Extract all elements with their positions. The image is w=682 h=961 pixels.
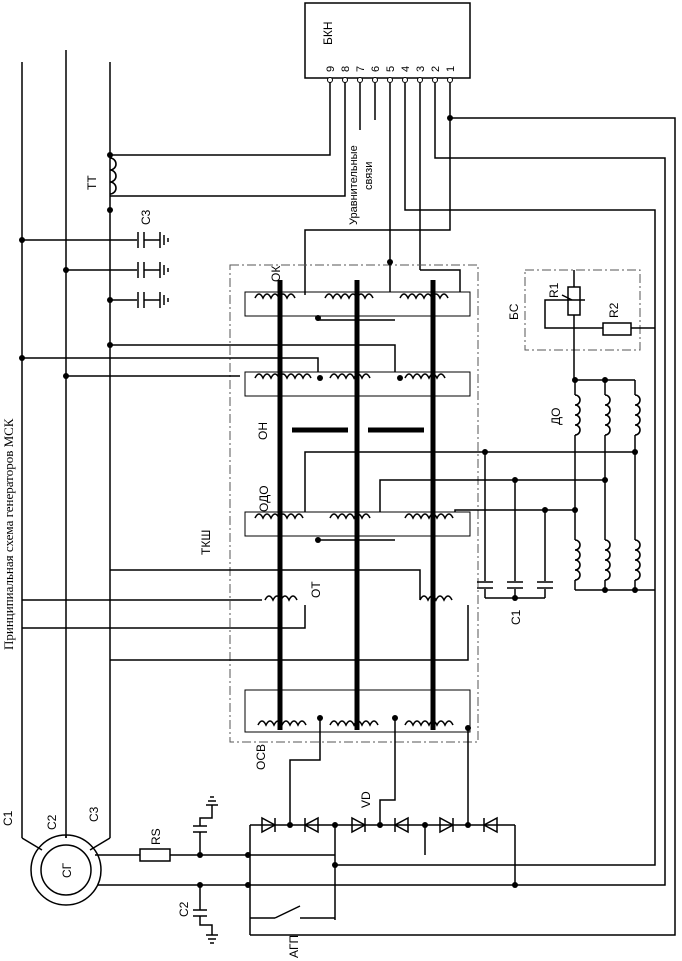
excitation-output: [95, 796, 515, 944]
winding-osv: [244, 689, 471, 733]
generator-label: СГ: [60, 862, 74, 878]
diagram-title: Принципиальная схема генераторов МСК: [1, 418, 16, 650]
bs-label: БС: [507, 303, 521, 320]
svg-text:9: 9: [325, 66, 337, 72]
bkn-pin-labels: 9 8 7 6 5 4 3 2 1: [325, 66, 457, 72]
winding-odo: [244, 451, 635, 543]
c2-label: С2: [177, 901, 191, 917]
svg-text:2: 2: [430, 66, 442, 72]
winding-ok: [244, 259, 471, 321]
capacitors-c3: [19, 232, 169, 308]
winding-ot: [22, 569, 469, 661]
do-label: ДО: [549, 408, 563, 425]
equalizing-label-1: Уравнительные: [348, 145, 360, 225]
ot-label: ОТ: [309, 581, 323, 598]
capacitors-c1: [477, 449, 553, 601]
bkn-block: [304, 2, 471, 79]
r1-label: R1: [547, 282, 561, 298]
osv-label: ОСВ: [254, 744, 268, 770]
rs-label: RS: [149, 828, 163, 845]
tksh-label: ТКШ: [199, 530, 213, 555]
odo-label: ОДО: [257, 485, 271, 512]
svg-text:5: 5: [385, 66, 397, 72]
agp-label: АГП: [287, 935, 301, 958]
equalizing-label-2: связи: [363, 162, 375, 190]
r2-label: R2: [607, 302, 621, 318]
ok-label: ОК: [269, 266, 283, 282]
vd-label: VD: [359, 791, 373, 808]
phase-buses: [21, 50, 111, 838]
phase-c2-label: С2: [45, 814, 59, 830]
rectifier-vd: [249, 718, 518, 935]
svg-text:6: 6: [370, 66, 382, 72]
svg-text:8: 8: [340, 66, 352, 72]
c1-label: С1: [509, 609, 523, 625]
tksh-enclosure: [229, 264, 479, 743]
transformer-cores: [277, 280, 436, 730]
svg-text:7: 7: [355, 66, 367, 72]
c3-label: С3: [139, 209, 153, 225]
on-label: ОН: [256, 422, 270, 440]
tt-label: ТТ: [85, 175, 99, 190]
bs-block: [524, 269, 655, 380]
bkn-wiring: [250, 83, 676, 936]
coils-do: [572, 377, 655, 593]
svg-text:4: 4: [400, 66, 412, 72]
bkn-pins: [327, 77, 453, 130]
svg-text:3: 3: [415, 66, 427, 72]
svg-text:1: 1: [445, 66, 457, 72]
winding-row-2: [19, 342, 471, 397]
generator-sg: [21, 834, 111, 906]
bkn-label: БКН: [321, 21, 335, 45]
phase-c1-label: С1: [1, 810, 15, 826]
phase-c3-label: С3: [87, 806, 101, 822]
current-transformer-tt: [107, 80, 346, 213]
